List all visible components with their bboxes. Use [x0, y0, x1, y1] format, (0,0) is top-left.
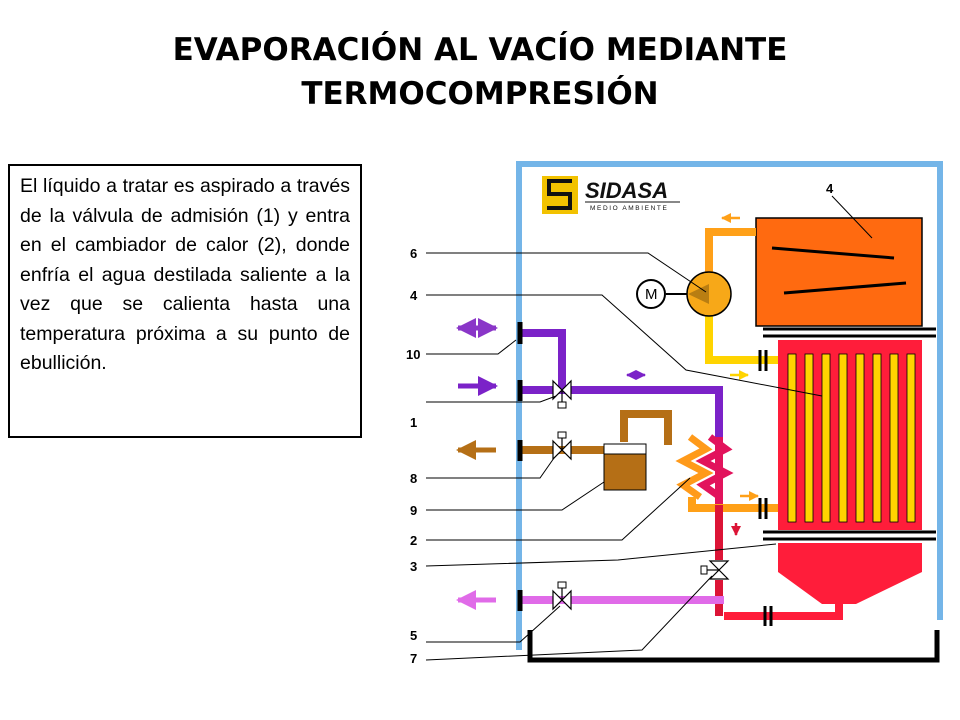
description-text-box: El líquido a tratar es aspirado a través…: [8, 164, 362, 438]
callout-6: 6: [410, 246, 417, 261]
callout-8: 8: [410, 471, 417, 486]
valve-5: [552, 581, 572, 611]
callout-7: 7: [410, 651, 417, 666]
callout-9: 9: [410, 503, 417, 518]
internal-flow-arrows: [626, 213, 759, 536]
title-line-1: EVAPORACIÓN AL VACÍO MEDIANTE: [172, 32, 788, 68]
logo-name: SIDASA: [585, 178, 668, 203]
evaporator-head: [755, 217, 923, 327]
callout-4-head: 4: [826, 181, 834, 196]
evaporator-cone: [778, 543, 922, 604]
valve-7: [700, 560, 730, 580]
valve-8: [552, 431, 572, 461]
equipment-frame: [516, 161, 943, 650]
base-skid: [527, 630, 940, 663]
logo-subtitle: MEDIO AMBIENTE: [590, 205, 668, 212]
callout-5: 5: [410, 628, 417, 643]
title-line-2: TERMOCOMPRESIÓN: [301, 76, 659, 112]
callout-4-tubes: 4: [410, 288, 418, 303]
heat-exchanger: [675, 434, 734, 500]
sidasa-logo: SIDASA MEDIO AMBIENTE: [542, 176, 680, 214]
motor: [636, 279, 666, 309]
callout-1: 1: [410, 415, 417, 430]
slide-title: EVAPORACIÓN AL VACÍO MEDIANTE TERMOCOMPR…: [0, 28, 960, 116]
callout-10: 10: [406, 347, 420, 362]
callout-2: 2: [410, 533, 417, 548]
valve-1: [552, 379, 572, 409]
tube-bundle-tubes: [787, 353, 916, 523]
callout-3: 3: [410, 559, 417, 574]
evaporator-tube-bundle: [778, 340, 922, 530]
callout-leaders: [425, 195, 873, 661]
motor-label: M: [645, 286, 658, 303]
